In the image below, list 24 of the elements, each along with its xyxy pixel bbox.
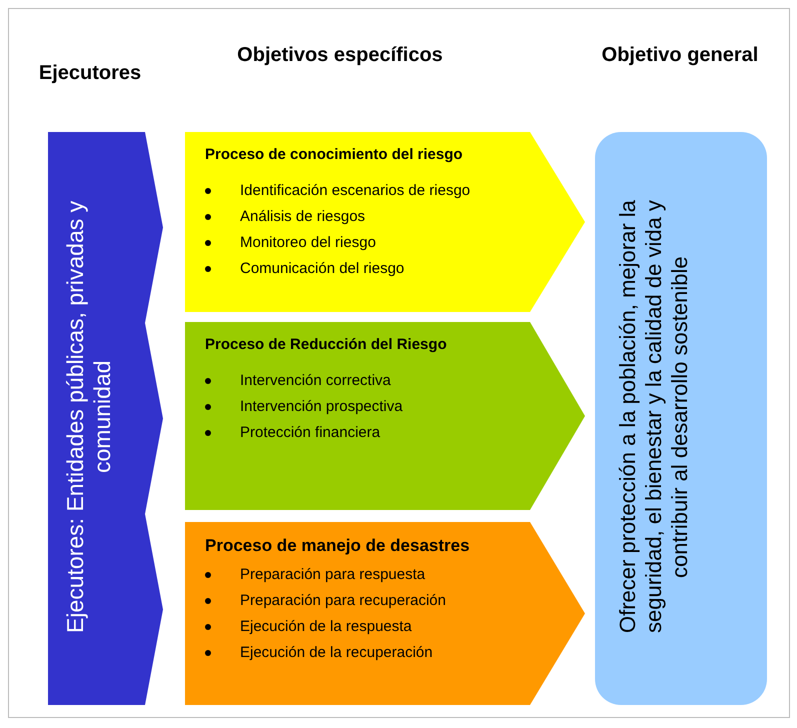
list-item: Intervención prospectiva (240, 398, 403, 415)
list-item: Identificación escenarios de riesgo (240, 182, 470, 199)
objective-text: Ofrecer protección a la población, mejorar la seguridad, el bienestar y la calidad de vida y contribuir al desarrollo sostenible (615, 199, 693, 636)
list-item: Monitoreo del riesgo (240, 234, 376, 251)
chevron-shape (185, 522, 585, 705)
rounded-box (595, 132, 767, 705)
list-item: Preparación para respuesta (240, 566, 426, 583)
column-heading: Objetivo general (600, 44, 760, 67)
chevron-shape (185, 322, 585, 510)
process-heading: Proceso de manejo de desastres (205, 536, 470, 556)
list-item: Análisis de riesgos (240, 208, 366, 225)
list-item: Preparación para recuperación (240, 592, 446, 609)
chevron-column (48, 132, 163, 705)
list-item: Ejecución de la respuesta (240, 618, 412, 635)
list-item: Intervención correctiva (240, 372, 391, 389)
list-item: Ejecución de la recuperación (240, 644, 433, 661)
list-item: Comunicación del riesgo (240, 260, 404, 277)
chevron-shape (185, 132, 585, 312)
column-heading: Ejecutores (38, 62, 142, 85)
column-heading: Objetivos específicos (236, 44, 444, 67)
process-heading: Proceso de Reducción del Riesgo (205, 336, 447, 353)
process-heading: Proceso de conocimiento del riesgo (205, 146, 463, 163)
rotated-label: Ejecutores: Entidades públicas, privadas y comunidad (62, 200, 116, 636)
list-item: Protección financiera (240, 424, 380, 441)
